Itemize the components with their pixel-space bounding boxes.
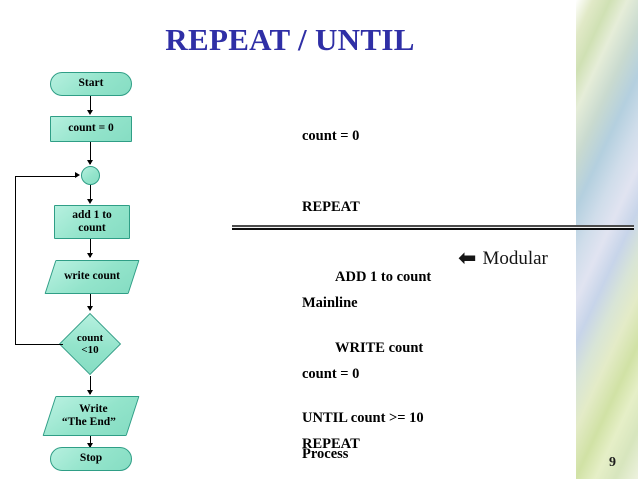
flow-node-start-label: Start <box>78 77 104 90</box>
section-divider <box>232 225 634 230</box>
arrowhead-write-to-decision <box>87 306 94 311</box>
arrowhead-decision-to-writeend <box>87 390 94 395</box>
flow-node-add: add 1 to count <box>54 205 130 239</box>
connector-write-to-decision <box>90 294 92 310</box>
arrowhead-add-to-write <box>87 253 94 258</box>
flow-node-write-count-label: write count <box>64 270 120 283</box>
arrowhead-loopback-to-circle <box>75 172 80 179</box>
flow-node-init-label: count = 0 <box>68 122 114 135</box>
flow-node-add-label-line2: count <box>78 222 106 234</box>
pseudocode-heading-mainline: Mainline <box>302 295 358 311</box>
flow-node-stop-label: Stop <box>79 452 103 465</box>
flow-node-write-end-label-line2: “The End” <box>61 416 116 428</box>
flowchart-diagram: Start count = 0 add 1 to count write cou… <box>0 0 220 479</box>
flow-node-decision-label: count <10 <box>77 332 103 356</box>
pseudocode-block-mainline: Mainline count = 0 REPEAT DO Process UNT… <box>302 245 424 479</box>
flow-node-write-end: Write “The End” <box>42 396 140 436</box>
connector-decision-to-writeend <box>90 376 92 394</box>
arrowhead-start-to-init <box>87 110 94 115</box>
connector-init-to-circle <box>90 142 92 164</box>
connector-start-to-init <box>90 96 92 113</box>
page-number: 9 <box>609 455 616 470</box>
code-line: ADD 1 to count <box>302 266 431 290</box>
code-line: count = 0 <box>302 365 360 382</box>
flow-node-init: count = 0 <box>50 116 132 142</box>
loopback-line-top <box>15 175 77 177</box>
loopback-line-bottom <box>15 343 63 345</box>
flow-node-write-count: write count <box>44 260 140 294</box>
connector-circle-to-add <box>90 185 92 202</box>
code-line-text: ADD 1 to count <box>335 269 432 285</box>
flow-node-write-end-label-line1: Write <box>78 402 108 415</box>
flow-node-add-label-line1: add 1 to <box>72 208 112 221</box>
flow-node-decision: count <10 <box>58 312 122 376</box>
arrowhead-circle-to-add <box>87 199 94 204</box>
code-line: count = 0 <box>302 128 360 144</box>
connector-add-to-write <box>90 239 92 257</box>
flow-node-connector-circle <box>81 166 100 185</box>
code-line: WRITE count <box>302 337 431 361</box>
pseudocode-block-process: Process ADD 1 to count WRITE count <box>302 396 398 479</box>
code-line: UNTIL count >= 10 <box>302 410 424 426</box>
flow-node-stop: Stop <box>50 447 132 471</box>
page-title: REPEAT / UNTIL <box>165 22 415 57</box>
arrowhead-writeend-to-stop <box>87 443 94 448</box>
pseudocode-block-monolithic: count = 0 REPEAT ADD 1 to count WRITE co… <box>302 78 431 479</box>
arrowhead-init-to-circle <box>87 160 94 165</box>
connector-writeend-to-stop <box>90 436 92 447</box>
left-arrow-icon: ⬅ <box>458 246 477 271</box>
flow-node-start: Start <box>50 72 132 96</box>
decorative-band-fade <box>566 0 576 479</box>
flow-node-decision-label-line1: count <box>76 331 104 344</box>
code-line: REPEAT <box>302 198 360 215</box>
loopback-line-vertical <box>15 176 17 344</box>
modular-annotation: ⬅ Modular <box>458 248 548 270</box>
code-line-text: WRITE count <box>335 339 424 356</box>
code-line: REPEAT <box>302 436 360 452</box>
modular-annotation-label: Modular <box>482 248 548 269</box>
flow-node-decision-label-line2: <10 <box>81 344 99 356</box>
pseudocode-heading-process: Process <box>302 446 349 462</box>
decorative-gradient-band <box>576 0 638 479</box>
